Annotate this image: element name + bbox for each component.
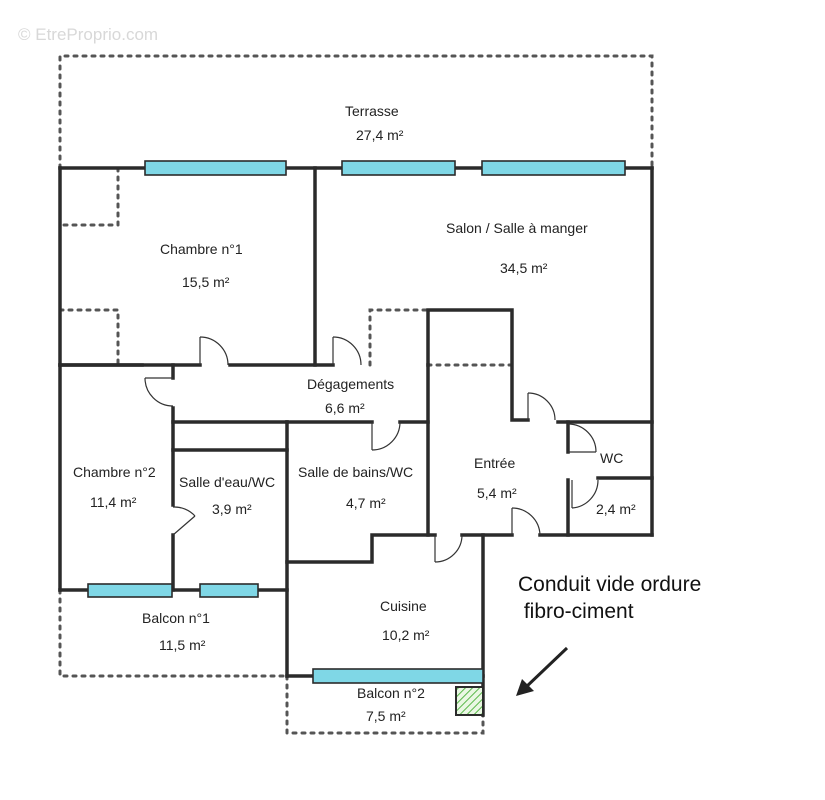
duct-note: Conduit vide ordure fibro-ciment	[518, 573, 701, 623]
door-wc-top-arc	[567, 423, 597, 453]
door-chambre1-arc	[199, 336, 229, 366]
terrasse-area: 27,4 m²	[356, 127, 404, 143]
door-cuisine-arc	[434, 534, 463, 563]
salle-eau-name: Salle d'eau/WC	[179, 474, 275, 490]
wall-salle-bains-bottom	[285, 533, 437, 564]
window-cuisine	[312, 668, 484, 684]
chambre2-area: 11,4 m²	[90, 494, 137, 510]
window-salle-eau	[199, 583, 259, 598]
salon-name: Salon / Salle à manger	[446, 220, 588, 236]
closet-salon	[368, 308, 430, 367]
door-chambre2-top-arc	[144, 377, 174, 407]
garbage-duct	[455, 686, 484, 716]
balcon1-area: 11,5 m²	[159, 637, 206, 653]
chambre2-name: Chambre n°2	[73, 464, 156, 480]
salon-area: 34,5 m²	[500, 260, 548, 276]
watermark: © EtreProprio.com	[18, 25, 158, 44]
door-entree-main-arc	[511, 507, 541, 536]
duct-note-line2: fibro-ciment	[518, 600, 634, 623]
degagements-area: 6,6 m²	[325, 400, 365, 416]
duct-arrow	[516, 646, 569, 696]
balcon1-outline	[58, 588, 289, 678]
terrasse-outline	[58, 54, 654, 170]
entree-name: Entrée	[474, 455, 515, 471]
balcon1-name: Balcon n°1	[142, 610, 210, 626]
terrasse-name: Terrasse	[345, 103, 399, 119]
wc-name: WC	[600, 450, 623, 466]
door-salon-arc	[332, 336, 362, 366]
salle-eau-area: 3,9 m²	[212, 501, 252, 517]
balcon2-area: 7,5 m²	[366, 708, 406, 724]
wall-salon-closet	[426, 308, 530, 422]
closet-chambre1-top	[58, 166, 120, 227]
door-salle-bains-arc	[371, 421, 401, 451]
chambre1-area: 15,5 m²	[182, 274, 230, 290]
walls	[58, 166, 654, 717]
degagements-name: Dégagements	[307, 376, 394, 392]
windows	[87, 160, 626, 684]
window-salon-right	[481, 160, 626, 176]
outdoor-outlines	[58, 54, 654, 735]
chambre1-name: Chambre n°1	[160, 241, 243, 257]
wc-area: 2,4 m²	[596, 501, 636, 517]
salle-bains-area: 4,7 m²	[346, 495, 386, 511]
door-chambre2-right-arc	[172, 506, 196, 517]
door-wc-bottom-arc	[571, 479, 599, 509]
duct-note-line1: Conduit vide ordure	[518, 573, 701, 596]
entree-area: 5,4 m²	[477, 485, 517, 501]
balcon2-name: Balcon n°2	[357, 685, 425, 701]
door-chambre2-right-leaf	[172, 515, 196, 536]
doors	[144, 336, 599, 563]
window-chambre2	[87, 583, 173, 598]
salle-bains-name: Salle de bains/WC	[298, 464, 413, 480]
window-chambre1	[144, 160, 287, 176]
room-labels: Terrasse 27,4 m² Chambre n°1 15,5 m² Sal…	[73, 103, 636, 724]
cuisine-area: 10,2 m²	[382, 627, 430, 643]
closet-chambre1-bottom	[58, 308, 120, 367]
cuisine-name: Cuisine	[380, 598, 427, 614]
door-entree-salon-arc	[527, 392, 556, 421]
window-salon-left	[341, 160, 456, 176]
